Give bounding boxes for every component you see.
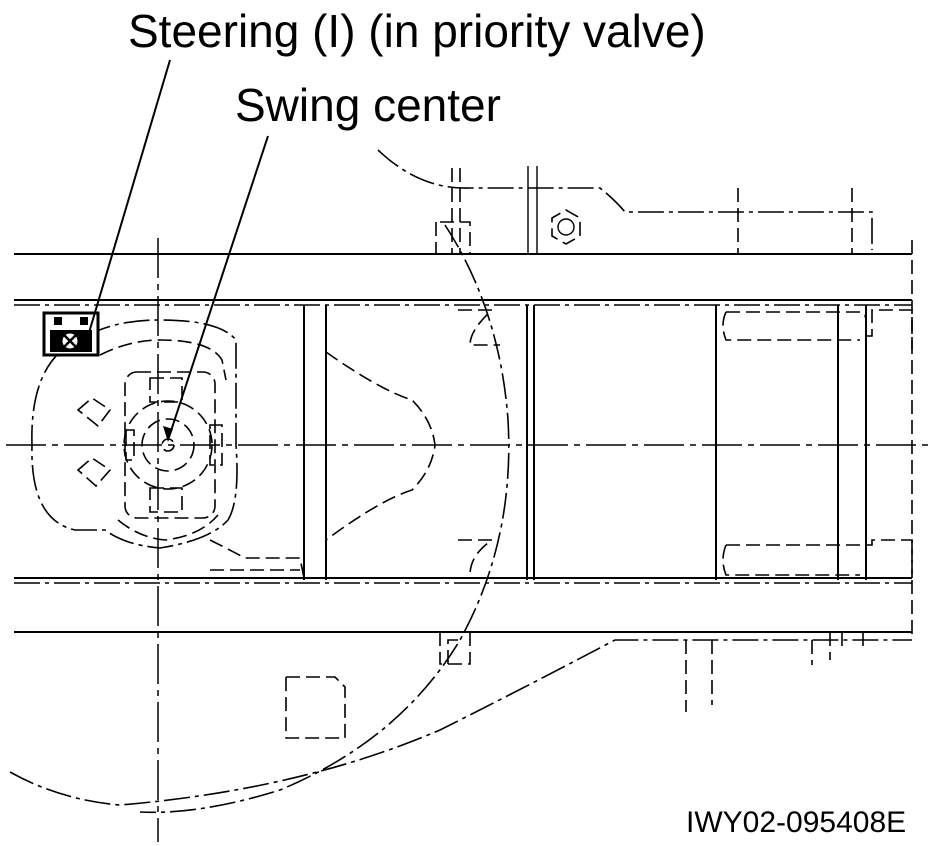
swing-housing-bottom [117, 514, 219, 541]
swing-bearing-outline [31, 319, 238, 549]
swing-center-callout-label: Swing center [235, 79, 501, 131]
swing-motor [123, 371, 223, 519]
swing-circle-arc [139, 224, 510, 814]
cross-member-right [715, 305, 867, 580]
cross-member-middle [526, 305, 535, 580]
swing-housing-top [99, 339, 227, 381]
swing-circle-tabs [458, 309, 500, 576]
steering-valve [42, 311, 100, 357]
upper-frame-rail [14, 253, 912, 306]
lower-posts [685, 632, 864, 712]
hex-nut [551, 209, 581, 245]
steering-callout-label: Steering (I) (in priority valve) [128, 5, 706, 57]
lower-frame-rail [14, 577, 912, 633]
swing-center-leader-line [163, 135, 269, 442]
swing-motor-tabs [76, 396, 112, 488]
right-lower-bracket [722, 539, 913, 578]
lower-bracket-left [439, 632, 471, 665]
drawing-code-label: IWY02-095408E [686, 806, 907, 839]
right-upper-bracket [722, 309, 913, 350]
lower-diagonal-outline [9, 639, 912, 806]
center-wedge-plate [325, 351, 436, 541]
upper-rear-structure [377, 149, 913, 640]
cross-member-left [303, 305, 327, 580]
steering-leader-line [87, 59, 171, 337]
lower-left-housing [209, 539, 305, 579]
lower-plate [285, 676, 346, 739]
